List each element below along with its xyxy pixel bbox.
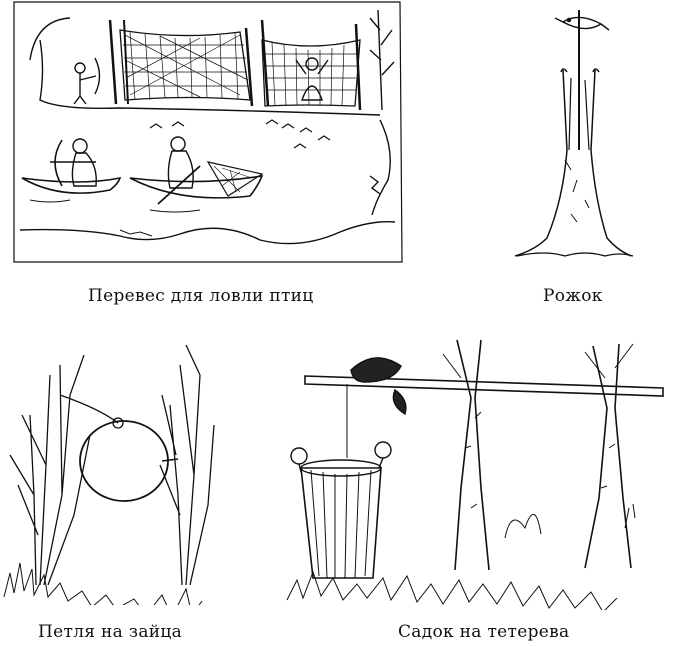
illustration-horn xyxy=(505,0,640,265)
caption-hare-snare: Петля на зайца xyxy=(38,622,183,642)
caption-grouse-cage: Садок на тетерева xyxy=(398,622,570,642)
illustration-hare-snare xyxy=(0,335,225,605)
caption-bird-net: Перевес для ловли птиц xyxy=(88,286,314,306)
illustration-grouse-cage xyxy=(285,338,683,610)
illustration-bird-net xyxy=(0,0,410,270)
caption-horn: Рожок xyxy=(543,286,603,306)
